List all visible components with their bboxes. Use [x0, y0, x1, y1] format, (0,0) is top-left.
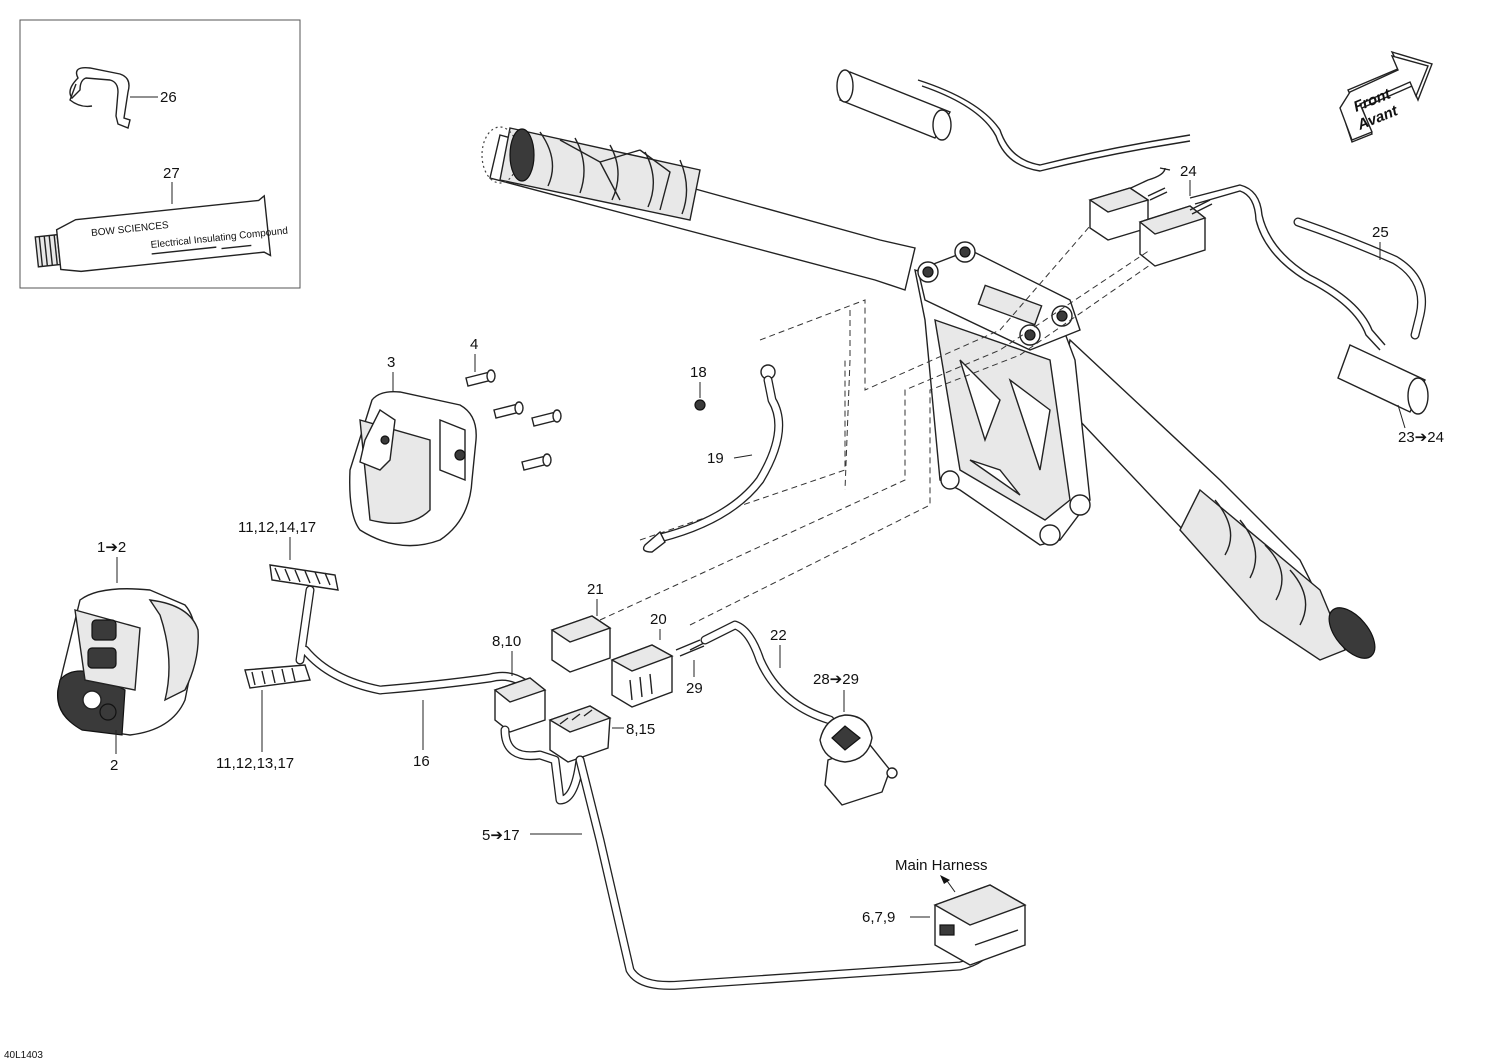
grip-heater-wires — [917, 79, 1427, 351]
label-main-harness: Main Harness — [895, 857, 988, 874]
figure-code: 40L1403 — [4, 1050, 43, 1061]
label-25: 25 — [1372, 224, 1389, 241]
label-8-10: 8,10 — [492, 633, 521, 650]
label-24: 24 — [1180, 163, 1197, 180]
left-handlebar-switch — [56, 588, 199, 736]
label-1-2: 1➔2 — [97, 539, 126, 556]
screw-18 — [694, 399, 706, 411]
label-28-29: 28➔29 — [813, 671, 859, 688]
label-11-12-14-17: 11,12,14,17 — [238, 519, 316, 536]
label-23-24: 23➔24 — [1398, 429, 1444, 446]
connector-8-10 — [493, 677, 547, 733]
label-18: 18 — [690, 364, 707, 381]
label-20: 20 — [650, 611, 667, 628]
label-16: 16 — [413, 753, 430, 770]
label-5-17: 5➔17 — [482, 827, 520, 844]
connector-21 — [550, 615, 612, 673]
wire-22 — [700, 620, 835, 725]
connector-24-top — [1088, 187, 1213, 267]
heater-switch-28 — [819, 714, 898, 806]
label-22: 22 — [770, 627, 787, 644]
label-19: 19 — [707, 450, 724, 467]
screw-4 — [465, 369, 562, 471]
main-harness-connector — [933, 884, 1027, 966]
label-11-12-13-17: 11,12,13,17 — [216, 755, 294, 772]
label-2: 2 — [110, 757, 118, 774]
label-27: 27 — [163, 165, 180, 182]
label-21: 21 — [587, 581, 604, 598]
label-3: 3 — [387, 354, 395, 371]
front-direction-arrow: Front Avant — [1339, 50, 1433, 143]
label-8-15: 8,15 — [626, 721, 655, 738]
harness-16 — [295, 585, 545, 705]
ground-wire-19 — [642, 364, 784, 553]
cable-tie-part — [69, 67, 131, 129]
label-29: 29 — [686, 680, 703, 697]
connector-20 — [610, 644, 674, 708]
switch-housing-cover — [349, 390, 477, 547]
handlebar — [481, 69, 1429, 661]
riser-clamp — [914, 241, 1091, 546]
label-26: 26 — [160, 89, 177, 106]
connector-11-12-14-17 — [269, 564, 339, 591]
connector-8-15 — [548, 705, 612, 763]
insulating-compound-tube: BOW SCIENCES Electrical Insulating Compo… — [34, 194, 288, 273]
label-4: 4 — [470, 336, 478, 353]
label-6-7-9: 6,7,9 — [862, 909, 895, 926]
inset-box: 26 27 BOW SCIENCES Electrical Insulating… — [19, 19, 301, 289]
connector-11-12-13-17 — [244, 664, 311, 689]
